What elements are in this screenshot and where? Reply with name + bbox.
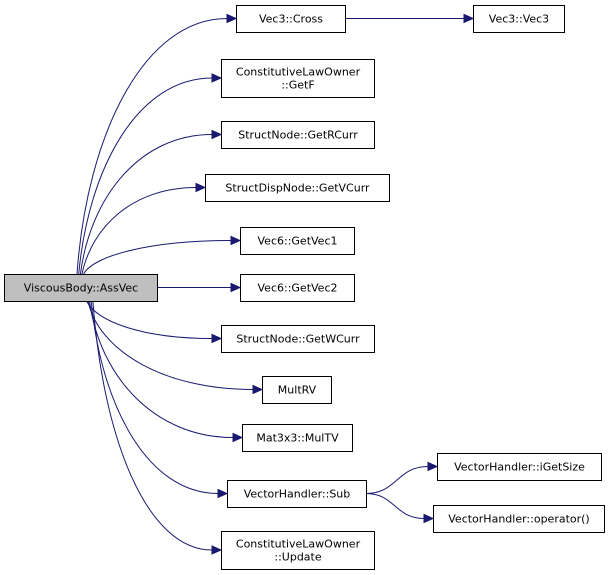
- call-edge: [92, 300, 223, 555]
- call-edge: [365, 461, 439, 494]
- node-box: [4, 274, 158, 302]
- edge-line: [79, 134, 213, 275]
- node-box: [240, 274, 355, 302]
- node-label: ConstitutiveLawOwner: [236, 66, 361, 79]
- arrowhead-icon: [217, 488, 229, 499]
- call-edge: [86, 300, 223, 344]
- node-sdn-getvcurr[interactable]: StructDispNode::GetVCurr: [205, 174, 390, 202]
- node-vec6-getvec2[interactable]: Vec6::GetVec2: [240, 274, 355, 302]
- arrowhead-icon: [195, 182, 207, 193]
- node-box: [221, 59, 375, 98]
- node-box: [240, 227, 355, 255]
- node-clo-update[interactable]: ConstitutiveLawOwner::Update: [221, 531, 375, 570]
- node-label: StructNode::GetRCurr: [238, 129, 358, 142]
- edge-line: [86, 300, 213, 339]
- call-edge: [83, 235, 242, 275]
- call-edge: [157, 282, 242, 293]
- arrowhead-icon: [252, 384, 264, 395]
- node-box: [221, 121, 375, 149]
- node-label: Vec6::GetVec2: [258, 282, 338, 295]
- node-label: ::GetF: [281, 79, 314, 92]
- arrowhead-icon: [232, 432, 244, 443]
- node-box: [227, 480, 367, 508]
- edge-line: [83, 240, 232, 275]
- edge-line: [76, 18, 228, 275]
- arrowhead-icon: [226, 13, 238, 24]
- node-label: Mat3x3::MulTV: [256, 432, 339, 445]
- node-box: [221, 531, 375, 570]
- edge-line: [365, 466, 429, 494]
- arrowhead-icon: [211, 545, 223, 555]
- edge-line: [365, 493, 425, 519]
- node-label: VectorHandler::operator(): [448, 513, 589, 526]
- node-box: [473, 5, 565, 33]
- node-box: [236, 5, 346, 33]
- call-edge: [76, 13, 238, 275]
- node-label: StructDispNode::GetVCurr: [225, 182, 370, 195]
- call-edge: [90, 300, 229, 499]
- node-label: Vec3::Cross: [259, 13, 323, 26]
- arrowhead-icon: [211, 333, 223, 344]
- arrowhead-icon: [423, 513, 435, 524]
- node-multrv[interactable]: MultRV: [262, 376, 332, 404]
- node-vh-igetsize[interactable]: VectorHandler::iGetSize: [437, 453, 602, 481]
- edge-line: [81, 187, 197, 275]
- node-label: VectorHandler::iGetSize: [454, 461, 585, 474]
- arrowhead-icon: [211, 129, 223, 140]
- node-label: Vec6::GetVec1: [258, 235, 338, 248]
- node-vec3-vec3[interactable]: Vec3::Vec3: [473, 5, 565, 33]
- node-label: Vec3::Vec3: [489, 13, 549, 26]
- arrowhead-icon: [230, 235, 242, 246]
- call-edge: [365, 493, 435, 524]
- node-vh-sub[interactable]: VectorHandler::Sub: [227, 480, 367, 508]
- call-edge: [79, 129, 223, 275]
- arrowhead-icon: [463, 13, 475, 24]
- node-vec6-getvec1[interactable]: Vec6::GetVec1: [240, 227, 355, 255]
- node-box: [437, 453, 602, 481]
- node-mat3x3-multv[interactable]: Mat3x3::MulTV: [242, 424, 353, 452]
- call-edges: [76, 13, 475, 555]
- edge-line: [78, 77, 213, 275]
- node-root[interactable]: ViscousBody::AssVec: [4, 274, 158, 302]
- arrowhead-icon: [211, 73, 223, 83]
- edge-line: [92, 300, 213, 551]
- node-box: [433, 505, 605, 533]
- node-box: [205, 174, 390, 202]
- call-edge: [78, 73, 223, 275]
- arrowhead-icon: [427, 461, 439, 472]
- call-edge: [345, 13, 475, 24]
- node-label: ::Update: [274, 551, 321, 564]
- node-box: [242, 424, 353, 452]
- edge-line: [90, 300, 219, 494]
- node-label: StructNode::GetWCurr: [236, 333, 360, 346]
- node-label: VectorHandler::Sub: [244, 488, 351, 501]
- node-sn-getrcurr[interactable]: StructNode::GetRCurr: [221, 121, 375, 149]
- node-sn-getwcurr[interactable]: StructNode::GetWCurr: [221, 325, 375, 353]
- call-edge: [81, 182, 207, 275]
- node-label: ViscousBody::AssVec: [24, 282, 138, 295]
- arrowhead-icon: [230, 282, 242, 293]
- node-vec3-cross[interactable]: Vec3::Cross: [236, 5, 346, 33]
- node-box: [262, 376, 332, 404]
- node-box: [221, 325, 375, 353]
- node-vh-operator[interactable]: VectorHandler::operator(): [433, 505, 605, 533]
- node-clo-getf[interactable]: ConstitutiveLawOwner::GetF: [221, 59, 375, 98]
- node-label: MultRV: [278, 384, 317, 397]
- node-label: ConstitutiveLawOwner: [236, 538, 361, 551]
- call-nodes: ViscousBody::AssVec Vec3::Cross Vec3::Vec3…: [4, 5, 605, 570]
